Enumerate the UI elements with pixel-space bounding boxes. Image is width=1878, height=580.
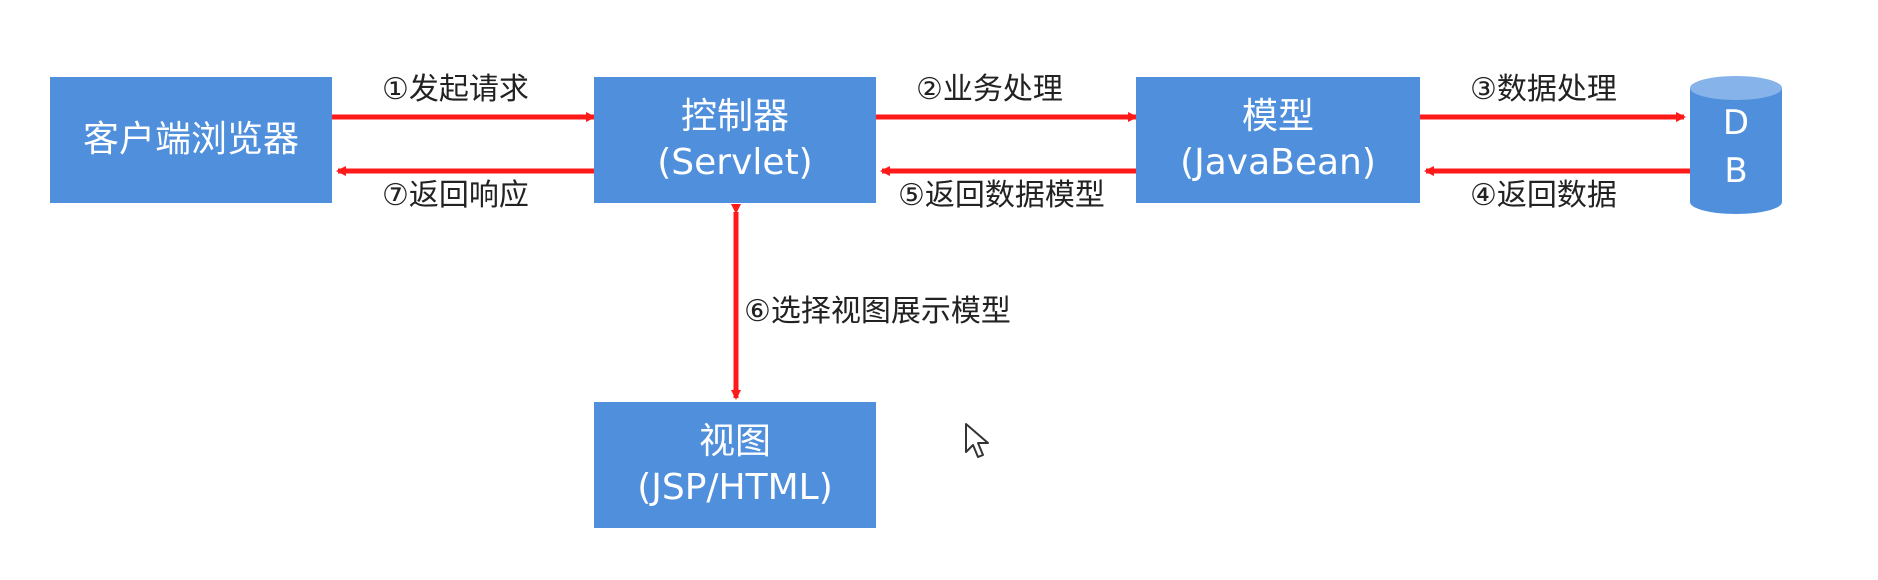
model-title: 模型 [1241, 96, 1314, 137]
db-label-d: D [1722, 103, 1750, 143]
model-box: 模型 (JavaBean) [1136, 77, 1420, 203]
edge-label-response: ⑦返回响应 [382, 178, 529, 213]
view-box: 视图 (JSP/HTML) [594, 402, 876, 528]
db-label-b: B [1724, 151, 1748, 191]
controller-box: 控制器 (Servlet) [594, 77, 876, 203]
view-title: 视图 [698, 421, 771, 462]
browser-label: 客户端浏览器 [82, 119, 299, 160]
edge-label-select-view: ⑥选择视图展示模型 [744, 294, 1011, 329]
controller-title: 控制器 [680, 96, 789, 137]
edge-label-data-process: ③数据处理 [1470, 72, 1617, 107]
database-cylinder [1690, 76, 1782, 214]
controller-subtitle: (Servlet) [657, 142, 813, 183]
edge-label-request: ①发起请求 [382, 72, 529, 107]
view-subtitle: (JSP/HTML) [637, 467, 833, 508]
browser-box: 客户端浏览器 [50, 77, 332, 203]
edge-label-return-data: ④返回数据 [1470, 178, 1617, 213]
edge-label-business: ②业务处理 [916, 72, 1063, 107]
model-subtitle: (JavaBean) [1180, 142, 1376, 183]
mouse-pointer-icon [965, 423, 989, 458]
edge-label-return-model: ⑤返回数据模型 [898, 178, 1105, 213]
